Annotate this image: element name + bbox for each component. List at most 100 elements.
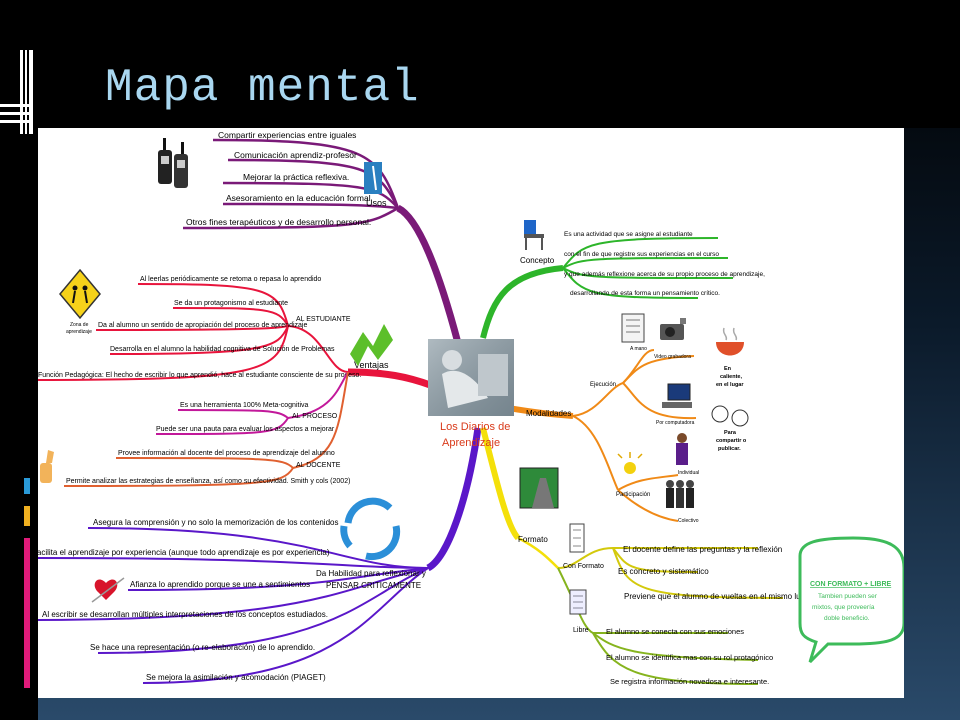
note-line: publicar.: [718, 446, 741, 452]
bubble-heading: CON FORMATO + LIBRE: [810, 581, 892, 588]
computer-icon: [662, 383, 692, 408]
note-line: En: [724, 366, 732, 372]
sign-label: Zona de: [70, 322, 89, 328]
habilidad-item: Se mejora la asimilación y acomodación (…: [146, 673, 326, 682]
concepto-lines: [562, 237, 734, 299]
libre-label: Libre: [573, 627, 589, 634]
usos-lines: [182, 138, 400, 230]
docente-texts: Provee información al docente del proces…: [66, 450, 350, 485]
usos-item: Comunicación aprendiz-profesor: [234, 150, 357, 160]
habilidad-item: Afianza lo aprendido porque se une a sen…: [130, 580, 310, 589]
habilidad-texts: Asegura la comprensión y no solo la memo…: [38, 518, 338, 682]
road-sign-icon: [519, 467, 559, 509]
estudiante-texts: Al leerlas periódicamente se retoma o re…: [38, 276, 361, 379]
habilidad-label-1: Da Habilidad para reflexionar y: [316, 569, 426, 578]
proceso-item: Es una herramienta 100% Meta-cognitiva: [180, 402, 309, 409]
feather-icon: [364, 162, 382, 194]
libre-texts: El alumno se conecta con sus emociones E…: [606, 627, 773, 686]
estudiante-item: Función Pedagógica: El hecho de escribir…: [38, 372, 361, 379]
cycle-arrows-icon: [340, 497, 401, 561]
paper-icon: [569, 589, 587, 615]
estudiante-item: Desarrolla en el alumno la habilidad cog…: [110, 346, 335, 353]
estudiante-lines: [38, 283, 349, 381]
title-bar: [38, 0, 960, 128]
bubble-line: Tambien pueden ser: [818, 593, 878, 600]
usos-item: Asesoramiento en la educación formal: [226, 193, 371, 203]
con-formato-label: Con Formato: [563, 563, 604, 570]
ventajas-label: Ventajas: [354, 360, 389, 370]
soup-bowl-icon: [716, 327, 744, 356]
con-formato-item: Es concreto y sistemático: [618, 567, 709, 576]
libre-item: Se registra información novedosa e inter…: [610, 677, 769, 686]
participacion-item: Colectivo: [678, 518, 699, 524]
sign-label: aprendizaje: [66, 329, 92, 335]
mind-map-panel: Compartir experiencias entre iguales Com…: [38, 128, 904, 698]
proceso-item: Puede ser una pauta para evaluar los asp…: [156, 426, 335, 433]
concepto-item: Es una actividad que se asigne al estudi…: [564, 231, 693, 238]
chat-faces-icon: [711, 405, 749, 427]
concepto-item: desarrollando de esta forma un pensamien…: [570, 290, 720, 297]
concepto-texts: Es una actividad que se asigne al estudi…: [564, 231, 765, 297]
modalidades-lines: [572, 349, 697, 522]
modalidades-branch: [507, 405, 574, 419]
al-proceso-label: AL PROCESO: [292, 413, 338, 420]
formato-label: Formato: [518, 535, 548, 544]
habilidad-item: Al escribir se desarrollan múltiples int…: [42, 610, 328, 619]
al-docente-label: AL DOCENTE: [296, 462, 341, 469]
habilidad-branch: [426, 427, 482, 572]
note-line: en el lugar: [716, 382, 744, 388]
docente-lines: [63, 371, 349, 487]
concepto-branch: [480, 265, 564, 339]
concepto-label: Concepto: [520, 256, 555, 265]
docente-item: Permite analizar las estrategias de ense…: [66, 478, 350, 485]
group-icon: [666, 480, 694, 508]
docente-item: Provee información al docente del proces…: [118, 450, 335, 457]
note-line: Para: [724, 430, 737, 436]
note-line: compartir o: [716, 438, 747, 444]
center-photo: [428, 339, 514, 416]
center-title-1: Los Diarios de: [440, 421, 510, 433]
con-formato-lines: [557, 546, 784, 599]
zigzag-icon: [350, 324, 393, 366]
al-estudiante-label: AL ESTUDIANTE: [296, 316, 351, 323]
estudiante-item: Se da un protagonismo al estudiante: [174, 300, 288, 307]
usos-item: Mejorar la práctica reflexiva.: [243, 172, 349, 182]
participacion-label: Participación: [616, 492, 650, 498]
left-accent-stripes: [24, 478, 32, 698]
habilidad-item: Se hace una representación (o re-elabora…: [90, 643, 315, 652]
proceso-texts: Es una herramienta 100% Meta-cognitiva P…: [156, 402, 335, 433]
participacion-item: Individual: [678, 470, 699, 476]
ejecucion-item: Por computadora: [656, 420, 695, 426]
compartir-note: Para compartir o publicar.: [716, 430, 747, 452]
title-decoration-bars: [20, 50, 34, 134]
estudiante-item: Da al alumno un sentido de apropiación d…: [98, 322, 307, 329]
slide-title: Mapa mental: [105, 62, 420, 114]
walkie-talkie-icon: [158, 138, 188, 188]
speech-bubble: CON FORMATO + LIBRE Tambien pueden ser m…: [798, 536, 904, 664]
title-decoration-lines: [0, 104, 30, 130]
mind-map: Compartir experiencias entre iguales Com…: [38, 130, 904, 686]
usos-branch: [396, 204, 462, 344]
con-formato-item: Previene que el alumno de vueltas en el …: [624, 592, 812, 601]
formato-lines: [517, 536, 559, 569]
bubble-line: doble beneficio.: [824, 615, 870, 622]
usos-item: Compartir experiencias entre iguales: [218, 130, 356, 140]
lightbulb-icon: [617, 452, 643, 474]
notebook-icon: [621, 313, 645, 343]
con-formato-texts: El docente define las preguntas y la ref…: [618, 545, 812, 601]
ejecucion-item: A mano: [630, 346, 647, 352]
usos-label: Usos: [366, 198, 387, 208]
desk-chair-icon: [524, 220, 544, 250]
libre-item: El alumno se identifica mas con su rol p…: [606, 653, 773, 662]
ventajas-branch: [347, 368, 440, 392]
formato-branch: [480, 427, 521, 541]
heart-icon: [91, 577, 125, 603]
warning-sign-icon: Zona de aprendizaje: [59, 268, 101, 335]
ejecucion-item: Video grabadora: [654, 354, 691, 360]
video-camera-icon: [660, 318, 686, 340]
concepto-item: y que además reflexione acerca de su pro…: [564, 271, 765, 278]
habilidad-item: Asegura la comprensión y no solo la memo…: [93, 518, 338, 527]
libre-lines: [557, 567, 759, 685]
modalidades-label: Modalidades: [526, 409, 571, 418]
concepto-item: con el fin de que registre sus experienc…: [564, 251, 719, 258]
